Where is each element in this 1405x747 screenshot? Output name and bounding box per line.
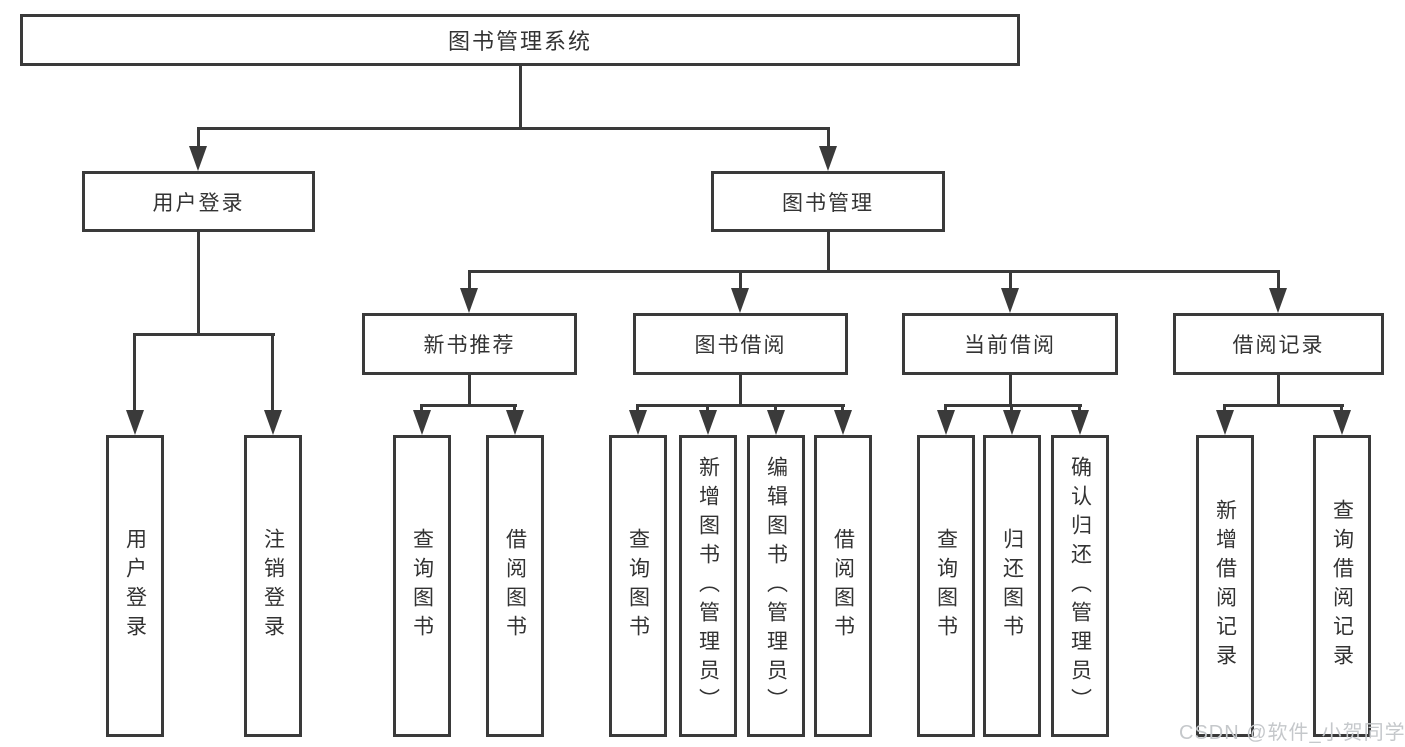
connector-drop-book-management: [827, 127, 830, 150]
leaf-borrow-book-recommend: 借阅图书: [486, 435, 544, 737]
arrowhead-user-login-icon: [189, 146, 207, 171]
arrowhead-query-book-borrow-icon: [629, 410, 647, 435]
connector-current-borrow-stem: [1009, 375, 1012, 406]
connector-drop-borrow-records: [1277, 270, 1280, 291]
arrowhead-leaf-logout-icon: [264, 410, 282, 435]
connector-level2-rail: [197, 127, 830, 130]
arrowhead-book-management-icon: [819, 146, 837, 171]
leaf-confirm-return-admin: 确认归还（管理员）: [1051, 435, 1109, 737]
leaf-return-book: 归还图书: [983, 435, 1041, 737]
arrowhead-confirm-return-admin-icon: [1071, 410, 1089, 435]
connector-drop-borrow-book-recommend: [513, 404, 516, 414]
leaf-add-book-admin: 新增图书（管理员）: [679, 435, 737, 737]
connector-drop-edit-book-admin: [774, 404, 777, 414]
connector-borrow-records-stem: [1277, 375, 1280, 406]
arrowhead-leaf-user-login-icon: [126, 410, 144, 435]
connector-drop-query-borrow-record: [1340, 404, 1343, 414]
connector-drop-return-book: [1010, 404, 1013, 414]
connector-drop-leaf-user-login: [133, 333, 136, 411]
connector-user-login-stem: [197, 232, 200, 335]
node-borrow-records: 借阅记录: [1173, 313, 1384, 375]
connector-new-book-recommend-rail: [421, 404, 517, 407]
arrowhead-current-borrow-icon: [1001, 288, 1019, 313]
node-system-root: 图书管理系统: [20, 14, 1020, 66]
leaf-query-book-recommend: 查询图书: [393, 435, 451, 737]
connector-drop-current-borrow: [1009, 270, 1012, 291]
leaf-add-borrow-record: 新增借阅记录: [1196, 435, 1254, 737]
leaf-borrow-book: 借阅图书: [814, 435, 872, 737]
arrowhead-return-book-icon: [1003, 410, 1021, 435]
connector-drop-confirm-return-admin: [1078, 404, 1081, 414]
connector-user-login-rail: [134, 333, 275, 336]
node-book-borrow: 图书借阅: [633, 313, 848, 375]
connector-book-management-stem: [827, 232, 830, 272]
connector-drop-query-book-current: [944, 404, 947, 414]
connector-new-book-recommend-stem: [468, 375, 471, 406]
arrowhead-borrow-book-icon: [834, 410, 852, 435]
arrowhead-borrow-records-icon: [1269, 288, 1287, 313]
arrowhead-borrow-book-recommend-icon: [506, 410, 524, 435]
connector-drop-query-book-borrow: [636, 404, 639, 414]
arrowhead-query-borrow-record-icon: [1333, 410, 1351, 435]
arrowhead-query-book-recommend-icon: [413, 410, 431, 435]
connector-current-borrow-rail: [945, 404, 1082, 407]
node-current-borrow: 当前借阅: [902, 313, 1118, 375]
connector-book-borrow-rail: [637, 404, 845, 407]
connector-drop-query-book-recommend: [420, 404, 423, 414]
connector-borrow-records-rail: [1224, 404, 1344, 407]
leaf-query-book-borrow: 查询图书: [609, 435, 667, 737]
node-new-book-recommend: 新书推荐: [362, 313, 577, 375]
connector-root-stem: [519, 66, 522, 127]
connector-drop-add-book-admin: [706, 404, 709, 414]
leaf-query-borrow-record: 查询借阅记录: [1313, 435, 1371, 737]
arrowhead-book-borrow-icon: [731, 288, 749, 313]
csdn-watermark: CSDN @软件_小贺同学: [1179, 722, 1405, 744]
connector-drop-new-book-recommend: [468, 270, 471, 291]
arrowhead-add-borrow-record-icon: [1216, 410, 1234, 435]
connector-drop-add-borrow-record: [1223, 404, 1226, 414]
connector-drop-user-login: [197, 127, 200, 150]
leaf-query-book-current: 查询图书: [917, 435, 975, 737]
leaf-user-login: 用户登录: [106, 435, 164, 737]
arrowhead-query-book-current-icon: [937, 410, 955, 435]
node-user-login: 用户登录: [82, 171, 315, 232]
node-book-management: 图书管理: [711, 171, 945, 232]
leaf-edit-book-admin: 编辑图书（管理员）: [747, 435, 805, 737]
arrowhead-new-book-recommend-icon: [460, 288, 478, 313]
connector-drop-book-borrow: [739, 270, 742, 291]
arrowhead-add-book-admin-icon: [699, 410, 717, 435]
connector-drop-leaf-logout: [271, 333, 274, 411]
arrowhead-edit-book-admin-icon: [767, 410, 785, 435]
leaf-logout: 注销登录: [244, 435, 302, 737]
connector-drop-borrow-book: [841, 404, 844, 414]
connector-book-borrow-stem: [739, 375, 742, 406]
connector-level3-rail: [468, 270, 1280, 273]
